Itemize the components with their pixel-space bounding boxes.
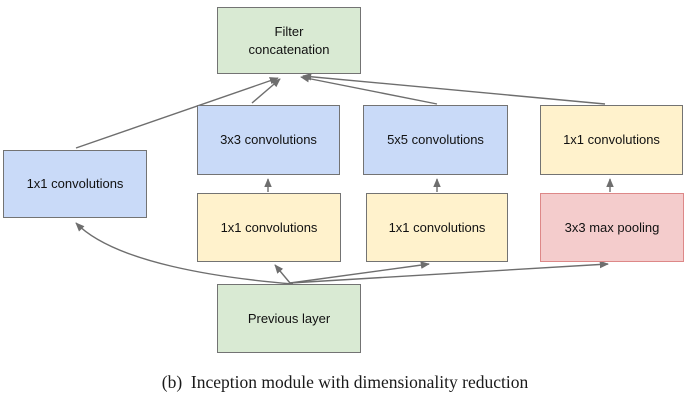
node-conv5: 5x5 convolutions — [363, 105, 508, 175]
arrow-prev-to-reduce5 — [289, 261, 430, 284]
node-label: 1x1 convolutions — [26, 176, 124, 192]
node-label: 3x3 max pooling — [564, 219, 660, 235]
node-conv1-reduce-5: 1x1 convolutions — [366, 193, 508, 262]
node-maxpool: 3x3 max pooling — [540, 193, 684, 262]
node-conv1-top-right: 1x1 convolutions — [540, 105, 683, 175]
node-conv3: 3x3 convolutions — [197, 105, 340, 175]
node-label: Filter concatenation — [248, 23, 330, 57]
node-filter-concatenation: Filter concatenation — [217, 7, 361, 74]
arrow-prev-to-reduce3 — [274, 264, 291, 284]
node-conv1-left: 1x1 convolutions — [3, 150, 147, 218]
node-label: 1x1 convolutions — [388, 219, 486, 235]
node-previous-layer: Previous layer — [217, 284, 361, 353]
node-label: 3x3 convolutions — [220, 132, 317, 148]
arrow-conv1left-to-concat — [75, 77, 279, 149]
arrow-conv5-to-concat — [300, 74, 438, 105]
node-label: 1x1 convolutions — [563, 132, 660, 148]
node-conv1-reduce-3: 1x1 convolutions — [197, 193, 341, 262]
arrow-prev-to-conv1left — [75, 222, 294, 285]
arrow-prev-to-maxpool — [289, 260, 609, 284]
node-label: 5x5 convolutions — [387, 132, 484, 148]
node-label: 1x1 convolutions — [220, 219, 318, 235]
node-label: Previous layer — [247, 310, 331, 326]
arrow-conv1topright-to-concat — [302, 72, 606, 105]
arrow-conv3-to-concat — [251, 78, 281, 104]
figure-caption: (b) Inception module with dimensionality… — [161, 372, 529, 392]
